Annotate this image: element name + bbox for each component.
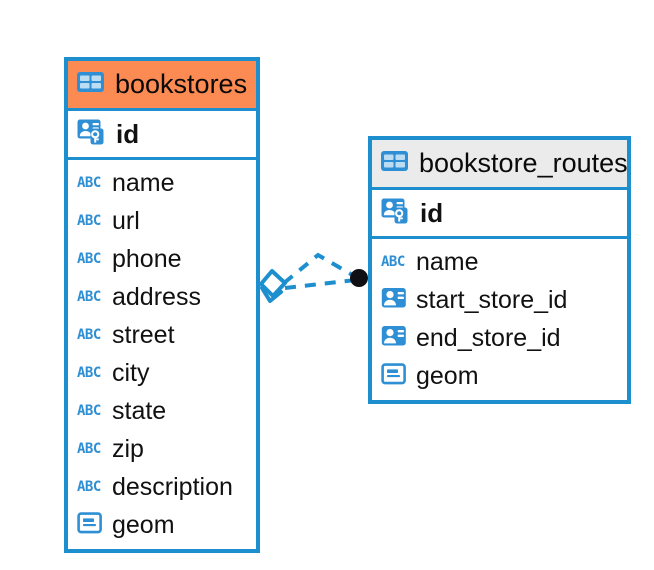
field-row-url[interactable]: ABC url [68,202,256,240]
text-abc-icon: ABC [77,289,101,305]
primary-key-section: id [372,190,627,239]
text-abc-icon: ABC [77,175,101,191]
text-abc-icon: ABC [77,441,101,457]
field-row-start-store-id[interactable]: start_store_id [372,281,627,319]
table-icon [380,150,409,177]
fields-list: ABC name ABC url ABC phone ABC address A… [68,160,256,549]
field-name: url [112,206,140,235]
text-abc-icon: ABC [381,254,405,270]
entity-table-bookstore-routes[interactable]: bookstore_routes [368,136,631,404]
foreign-key-icon [381,287,407,314]
field-row-name[interactable]: ABC name [372,243,627,281]
field-name: street [112,320,175,349]
text-abc-icon: ABC [77,403,101,419]
field-row-end-store-id[interactable]: end_store_id [372,319,627,357]
field-name: end_store_id [416,323,561,352]
table-icon [76,71,105,98]
text-abc-icon: ABC [77,479,101,495]
entity-table-bookstores[interactable]: bookstores id [64,57,260,553]
field-name: description [112,472,233,501]
filled-circle-marker [350,269,368,287]
field-row-name[interactable]: ABC name [68,164,256,202]
diamond-marker [259,269,287,303]
relationship-line-upper [282,252,358,285]
field-row-geom[interactable]: geom [372,357,627,395]
field-name: city [112,358,150,387]
field-name: geom [416,361,479,390]
field-name: geom [112,510,175,539]
field-name: zip [112,434,144,463]
field-name: state [112,396,167,425]
geometry-icon [381,362,407,390]
field-name: name [112,168,175,197]
field-row-id[interactable]: id [372,190,627,236]
field-name: id [116,119,140,149]
text-abc-icon: ABC [77,365,101,381]
text-abc-icon: ABC [77,213,101,229]
primary-key-icon [77,119,107,150]
field-name: name [416,247,479,276]
geometry-icon [77,511,103,539]
field-row-geom[interactable]: geom [68,506,256,544]
entity-header[interactable]: bookstores [68,61,256,111]
field-row-phone[interactable]: ABC phone [68,240,256,278]
entity-title: bookstore_routes [419,148,628,178]
entity-header[interactable]: bookstore_routes [372,140,628,190]
field-name: start_store_id [416,285,568,314]
field-row-city[interactable]: ABC city [68,354,256,392]
field-name: address [112,282,201,311]
primary-key-section: id [68,111,256,160]
text-abc-icon: ABC [77,327,101,343]
foreign-key-icon [381,325,407,352]
field-name: id [420,198,444,228]
fields-list: ABC name start_store_id [372,239,627,400]
primary-key-icon [381,198,411,229]
text-abc-icon: ABC [77,251,101,267]
field-row-description[interactable]: ABC description [68,468,256,506]
field-row-street[interactable]: ABC street [68,316,256,354]
field-row-state[interactable]: ABC state [68,392,256,430]
relationship-line-lower [284,278,357,290]
entity-title: bookstores [115,69,248,99]
field-row-id[interactable]: id [68,111,256,157]
field-row-zip[interactable]: ABC zip [68,430,256,468]
field-name: phone [112,244,182,273]
field-row-address[interactable]: ABC address [68,278,256,316]
